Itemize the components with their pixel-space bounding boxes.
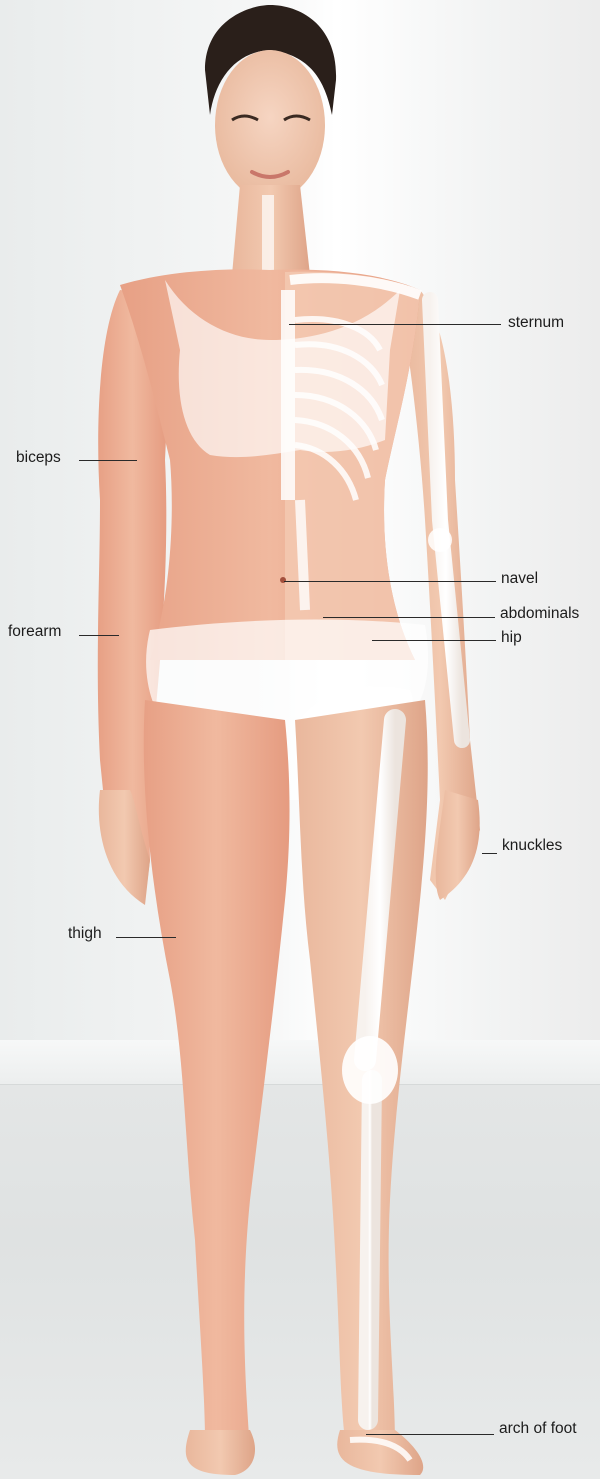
left-leg xyxy=(144,700,290,1450)
biceps-leader xyxy=(79,460,137,461)
label-knuckles: knuckles xyxy=(502,837,562,855)
forearm-leader xyxy=(79,635,119,636)
arch-of-foot-leader xyxy=(366,1434,494,1435)
navel-leader xyxy=(284,581,496,582)
sternum-leader xyxy=(289,324,501,325)
label-abdominals: abdominals xyxy=(500,605,579,623)
label-biceps: biceps xyxy=(16,449,61,467)
label-thigh: thigh xyxy=(68,925,102,943)
abdominals-leader xyxy=(323,617,495,618)
navel-mark xyxy=(280,577,286,583)
hip-leader xyxy=(372,640,496,641)
label-forearm: forearm xyxy=(8,623,61,641)
label-navel: navel xyxy=(501,570,538,588)
label-hip: hip xyxy=(501,629,522,647)
right-foot xyxy=(337,1430,423,1475)
knuckles-leader xyxy=(482,853,497,854)
left-foot xyxy=(186,1430,255,1475)
thigh-leader xyxy=(116,937,176,938)
label-sternum: sternum xyxy=(508,314,564,332)
label-arch-of-foot: arch of foot xyxy=(499,1420,577,1438)
